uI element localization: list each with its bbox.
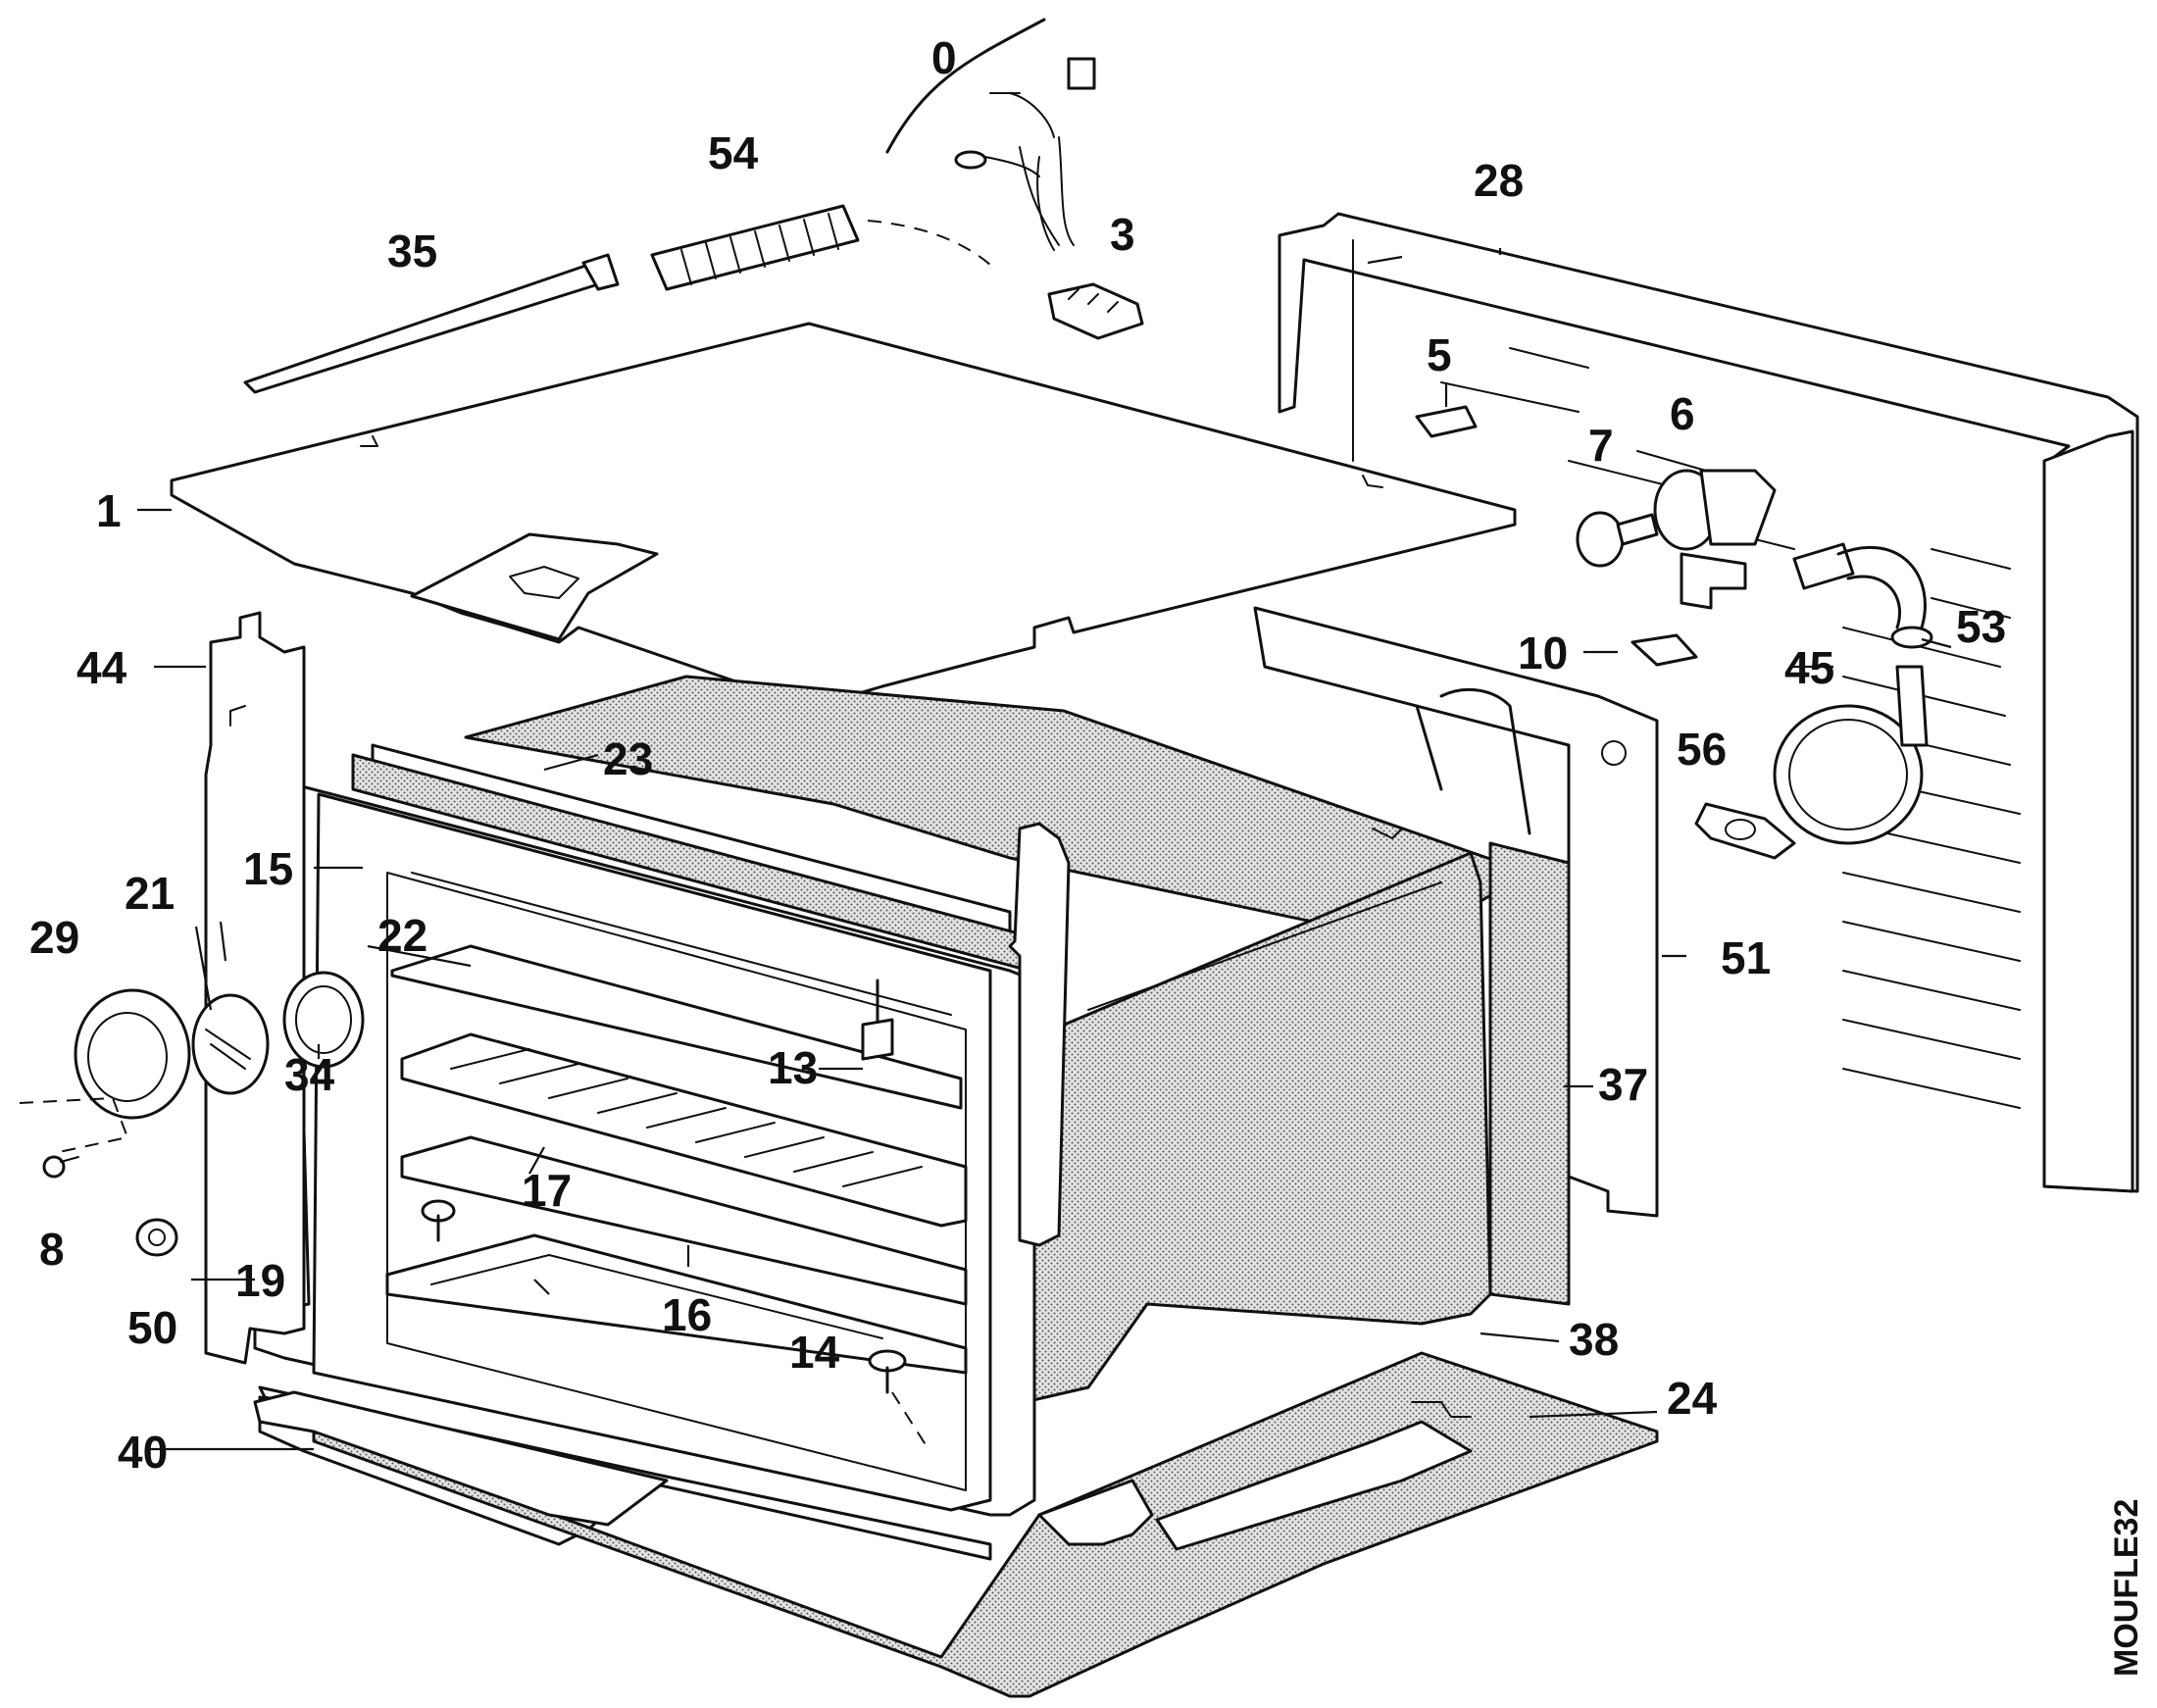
callout-24: 24 [1667, 1373, 1718, 1424]
callout-51: 51 [1721, 932, 1771, 983]
bracket-clip [1415, 405, 1478, 438]
oven-cavity [253, 675, 1571, 1561]
terminal-block [1047, 282, 1144, 340]
lamp-housing [1773, 542, 1933, 845]
callout-14: 14 [789, 1327, 840, 1378]
lamp-holder [1653, 469, 1777, 610]
callout-53: 53 [1956, 601, 2006, 652]
callout-1: 1 [96, 485, 122, 536]
mounting-plate [1630, 633, 1698, 667]
callout-3: 3 [1110, 209, 1135, 260]
callout-16: 16 [662, 1289, 712, 1340]
callout-50: 50 [127, 1302, 177, 1353]
callout-17: 17 [522, 1165, 572, 1216]
callout-45: 45 [1784, 642, 1834, 693]
wiring [885, 18, 1096, 251]
lamp-bulb [1576, 511, 1659, 568]
callout-35: 35 [387, 226, 437, 276]
callout-44: 44 [76, 642, 127, 693]
callout-13: 13 [768, 1042, 818, 1093]
top-panel [170, 322, 1517, 703]
bolt-shelf [421, 1199, 456, 1242]
callout-54: 54 [708, 127, 759, 178]
callout-29: 29 [29, 912, 79, 963]
callout-7: 7 [1588, 420, 1614, 471]
bolt-upper [861, 979, 894, 1061]
coil-spring [650, 204, 991, 291]
lamp-window [74, 971, 365, 1120]
callouts: 0 54 35 3 28 5 6 7 1 53 10 45 44 23 56 1… [29, 32, 2145, 1677]
right-upright [1008, 822, 1071, 1247]
callout-56: 56 [1677, 724, 1727, 775]
bolt-lower [868, 1349, 928, 1447]
callout-40: 40 [118, 1427, 168, 1478]
callout-21: 21 [125, 868, 175, 919]
rod [243, 253, 620, 394]
screw [42, 1155, 79, 1179]
gasket [1694, 802, 1796, 860]
leader-lines [137, 248, 1952, 1451]
callout-5: 5 [1427, 329, 1452, 380]
callout-19: 19 [235, 1255, 285, 1306]
callout-28: 28 [1474, 155, 1524, 206]
callout-10: 10 [1518, 628, 1568, 678]
left-upright [204, 611, 306, 1365]
callout-38: 38 [1569, 1314, 1619, 1365]
callout-15: 15 [243, 843, 293, 894]
callout-22: 22 [377, 910, 427, 961]
bottom-panel [253, 1351, 1659, 1698]
reference-code: MOUFLE32 [2108, 1499, 2145, 1677]
callout-37: 37 [1598, 1059, 1648, 1110]
callout-23: 23 [603, 733, 653, 784]
callout-34: 34 [284, 1049, 335, 1100]
callout-6: 6 [1670, 388, 1695, 439]
callout-8: 8 [39, 1224, 65, 1275]
spacer [135, 1218, 178, 1257]
callout-0: 0 [931, 32, 957, 83]
